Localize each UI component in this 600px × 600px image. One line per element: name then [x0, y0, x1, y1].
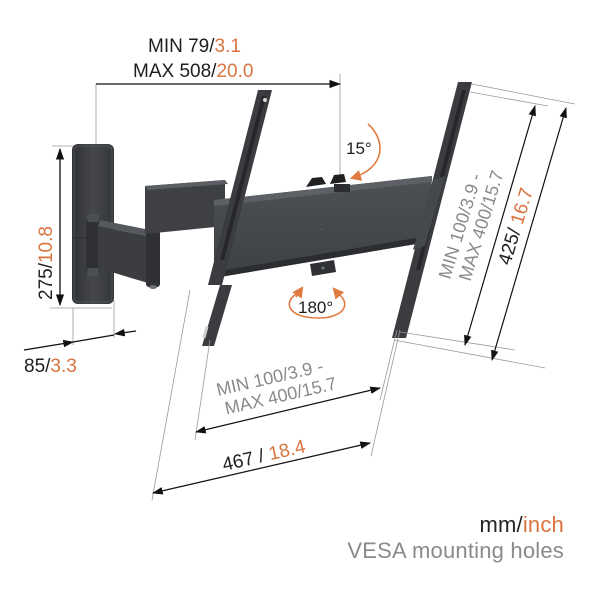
brand-logo: ~ [318, 225, 323, 234]
rotation-indicator: 180° [288, 286, 346, 319]
vesa-horizontal-dimension: MIN 100/3.9 - MAX 400/15.7 [194, 329, 398, 441]
vesa-strip-right [392, 82, 472, 338]
tilt-angle-label: 15° [346, 139, 372, 158]
units-inch-label: inch [522, 512, 564, 537]
wall-plate-height-label: 275/10.8 [36, 226, 57, 300]
units-mm-label: mm/ [479, 512, 523, 537]
vesa-legend: VESA mounting holes [347, 538, 564, 563]
extension-dimension: MIN 79/3.1 MAX 508/20.0 [95, 36, 342, 182]
rotation-angle-label: 180° [298, 298, 333, 317]
units-legend: mm/inch [479, 512, 564, 538]
wall-plate-height-dimension: 275/10.8 [36, 145, 112, 309]
swing-arm [86, 180, 228, 289]
wall-plate-depth-label: 85/3.3 [24, 356, 77, 377]
extension-max-label: MAX 508/20.0 [133, 61, 253, 82]
extension-min-label: MIN 79/3.1 [148, 36, 241, 57]
vesa-strip-left [202, 90, 272, 346]
overall-width-label: 467 / 18.4 [220, 436, 308, 476]
wall-plate-depth-dimension: 85/3.3 [23, 300, 137, 377]
tv-bracket-panel: ~ [214, 174, 432, 278]
tilt-indicator: 15° [346, 123, 381, 181]
